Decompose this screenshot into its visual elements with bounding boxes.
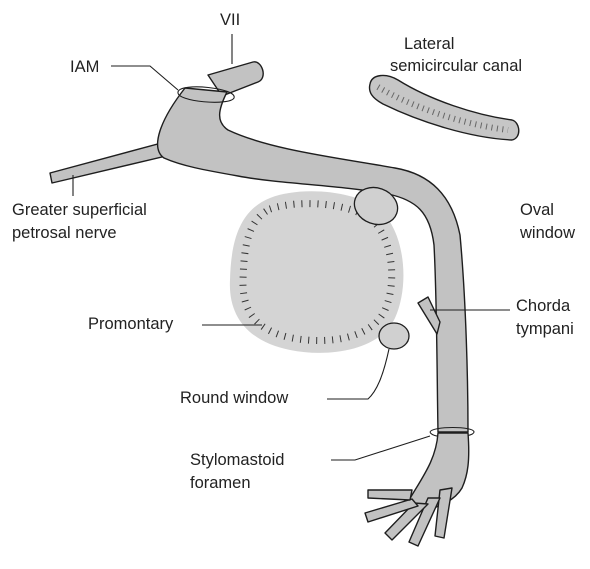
label-stylomastoid-line1: Stylomastoid [190, 448, 284, 472]
leader-stylomastoid [331, 436, 430, 460]
distal-branches [365, 433, 469, 546]
label-lateral-canal-line1: Lateral [404, 32, 454, 56]
lateral-semicircular-canal [370, 75, 519, 140]
label-chorda-line2: tympani [516, 317, 574, 341]
label-lateral-canal-line2: semicircular canal [390, 54, 522, 78]
label-oval-window-line2: window [520, 221, 575, 245]
label-iam: IAM [70, 55, 99, 79]
label-chorda-line1: Chorda [516, 294, 570, 318]
round-window [379, 323, 409, 349]
leader-iam [111, 66, 178, 90]
label-round-window: Round window [180, 386, 288, 410]
label-oval-window-line1: Oval [520, 198, 554, 222]
leader-round-window [327, 349, 389, 399]
label-greater-nerve-line1: Greater superficial [12, 198, 147, 222]
label-greater-nerve-line2: petrosal nerve [12, 221, 117, 245]
label-promontary: Promontary [88, 312, 173, 336]
label-stylomastoid-line2: foramen [190, 471, 251, 495]
label-vii: VII [220, 8, 240, 32]
